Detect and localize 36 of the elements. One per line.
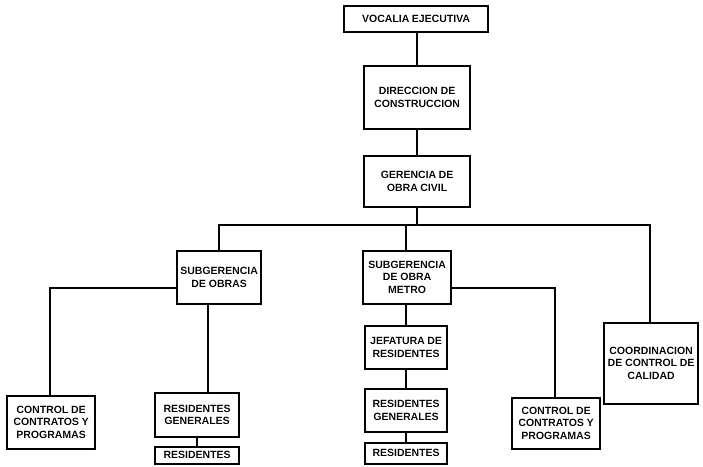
box-label: GERENCIA DE OBRA CIVIL	[380, 169, 454, 194]
box-label: JEFATURA DE RESIDENTES	[369, 335, 443, 360]
org-box	[364, 388, 448, 433]
box-label: CONTROL DE CONTRATOS Y PROGRAMAS	[12, 404, 90, 441]
connector-line	[416, 33, 418, 65]
org-box	[362, 250, 452, 305]
org-box	[343, 5, 489, 33]
org-box	[363, 155, 471, 208]
org-box	[364, 442, 448, 465]
box-label: VOCALIA EJECUTIVA	[362, 12, 470, 26]
box-label: RESIDENTES	[163, 449, 231, 462]
org-box	[176, 250, 262, 305]
org-box	[363, 65, 471, 130]
connector-line	[416, 208, 651, 322]
box-label: COORDINACION DE CONTROL DE CALIDAD	[607, 345, 695, 382]
connector-line	[49, 287, 176, 395]
box-label: RESIDENTES	[372, 447, 440, 460]
connector-line	[405, 305, 407, 325]
org-box	[6, 395, 96, 450]
box-label: SUBGERENCIA DE OBRAS	[180, 265, 258, 290]
connector-line	[207, 305, 209, 392]
box-label: CONTROL DE CONTRATOS Y PROGRAMAS	[517, 405, 595, 442]
org-box	[154, 392, 240, 438]
org-box	[154, 446, 240, 465]
box-label: RESIDENTES GENERALES	[162, 402, 232, 428]
connector-line	[196, 438, 198, 446]
box-label: SUBGERENCIA DE OBRA METRO	[367, 259, 447, 296]
org-box	[364, 325, 448, 370]
org-box	[603, 322, 699, 405]
connector-line	[416, 130, 418, 155]
box-label: DIRECCION DE CONSTRUCCION	[373, 85, 461, 110]
box-label: RESIDENTES GENERALES	[371, 398, 441, 423]
connector-line	[405, 370, 407, 388]
connector-line	[405, 433, 407, 442]
org-box	[511, 397, 601, 450]
connector-line	[452, 287, 556, 397]
